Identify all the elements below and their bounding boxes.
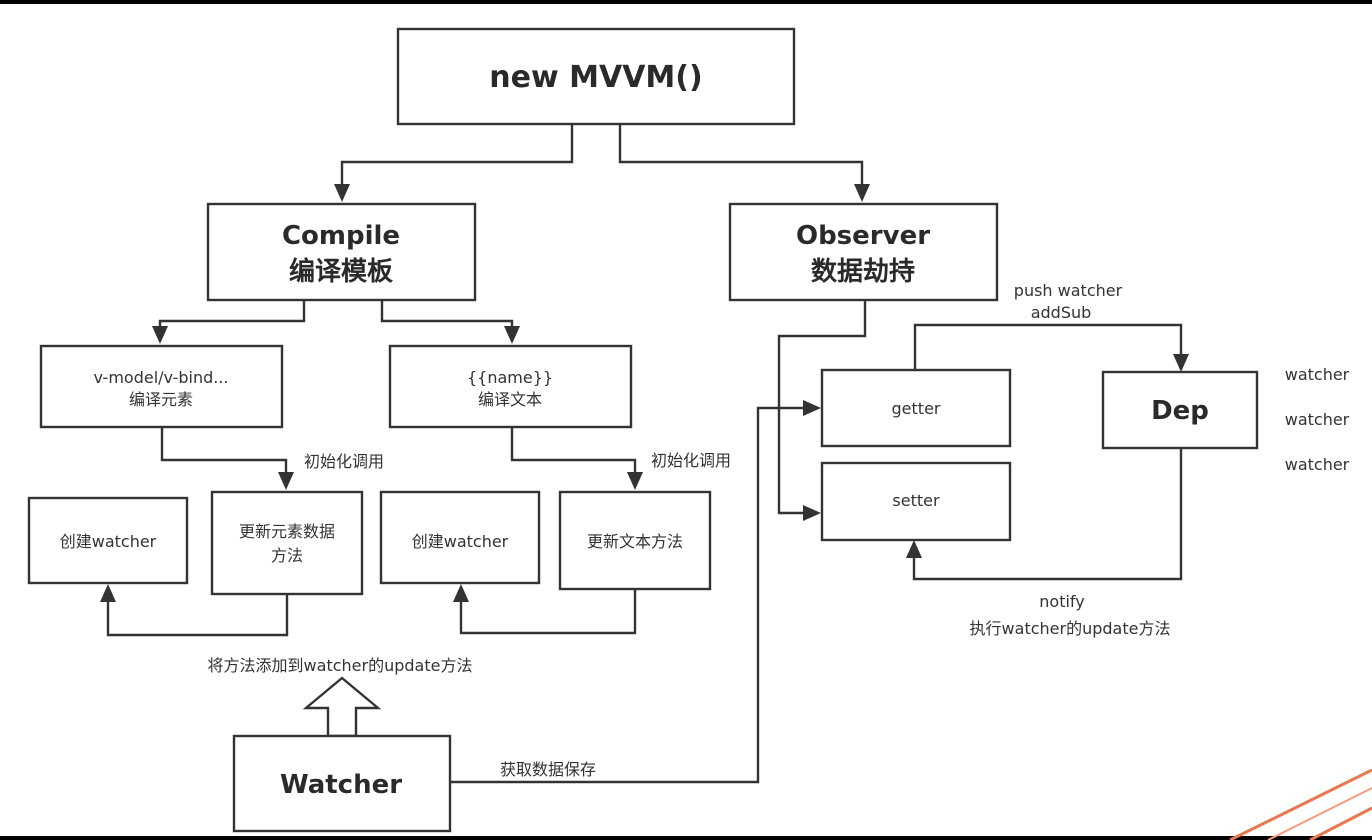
arrowhead (278, 472, 294, 490)
add-method-label: 将方法添加到watcher的update方法 (208, 656, 473, 675)
arrowhead (504, 326, 520, 344)
compile-title: Compile (282, 221, 400, 251)
arrowhead (1173, 354, 1189, 372)
connector-watcher-getter (450, 406, 805, 784)
decorative-stripe (1267, 787, 1372, 840)
get-data-label: 获取数据保存 (500, 760, 596, 779)
observer-title: Observer (796, 221, 930, 251)
decorative-stripe (1229, 768, 1372, 840)
arrowhead (453, 584, 469, 602)
watcher-list-item: watcher (1285, 365, 1350, 384)
arrowhead (854, 184, 870, 202)
connector-getter-dep (913, 323, 1183, 370)
mvvm-root-box (396, 27, 796, 126)
arrowhead (100, 584, 116, 602)
connector-name-update (510, 427, 637, 474)
getter-box (820, 368, 1012, 448)
create-watcher-1-label: 创建watcher (60, 532, 157, 551)
watcher-box (232, 734, 452, 833)
setter-label: setter (892, 491, 940, 510)
add-sub-label: addSub (1031, 303, 1092, 322)
watcher-list-item: watcher (1285, 455, 1350, 474)
update-element-box (210, 490, 364, 596)
connector-compile-name (380, 300, 514, 328)
arrowhead (803, 400, 821, 416)
arrowhead (334, 184, 350, 202)
observer-subtitle: 数据劫持 (811, 257, 915, 287)
arrowhead (627, 472, 643, 490)
vmodel-line2: 编译元素 (129, 390, 193, 409)
dep-label: Dep (1151, 396, 1209, 426)
init-call-label-2: 初始化调用 (651, 451, 731, 470)
notify-label: notify (1039, 592, 1084, 611)
vmodel-box (39, 344, 284, 429)
observer-box (728, 202, 999, 302)
getter-label: getter (892, 399, 941, 418)
connector-update-create-1 (106, 594, 289, 637)
connector-root-compile (340, 124, 574, 186)
connector-vmodel-update (160, 427, 288, 474)
update-text-box (558, 490, 712, 591)
decorative-stripe (1309, 806, 1372, 840)
create-watcher-2-label: 创建watcher (412, 532, 509, 551)
create-watcher-box-1 (27, 496, 189, 585)
exec-update-label: 执行watcher的update方法 (970, 619, 1171, 638)
init-call-label-1: 初始化调用 (304, 452, 384, 471)
name-text-box (388, 344, 633, 429)
connector-root-observer (618, 124, 864, 186)
arrowhead (152, 326, 168, 344)
create-watcher-box-2 (379, 490, 541, 585)
watcher-list-item: watcher (1285, 410, 1350, 429)
connector-dep-setter (912, 448, 1183, 581)
update-text-label: 更新文本方法 (587, 532, 683, 551)
name-text-line1: {{name}} (467, 368, 553, 387)
watcher-box-label: Watcher (280, 770, 402, 800)
arrowhead (906, 540, 922, 558)
compile-subtitle: 编译模板 (289, 256, 393, 287)
connector-update-create-2 (459, 589, 637, 635)
mvvm-root-label: new MVVM() (489, 60, 702, 95)
update-element-line1: 更新元素数据 (239, 522, 335, 541)
setter-box (820, 461, 1012, 542)
push-watcher-label: push watcher (1014, 281, 1123, 300)
connector-observer-getset (777, 300, 867, 515)
dep-box (1101, 370, 1259, 450)
arrowhead (803, 505, 821, 521)
update-element-line2: 方法 (271, 546, 303, 565)
vmodel-line1: v-model/v-bind... (94, 368, 229, 387)
compile-box (206, 202, 477, 302)
connector-compile-vmodel (158, 300, 306, 328)
name-text-line2: 编译文本 (478, 390, 542, 409)
